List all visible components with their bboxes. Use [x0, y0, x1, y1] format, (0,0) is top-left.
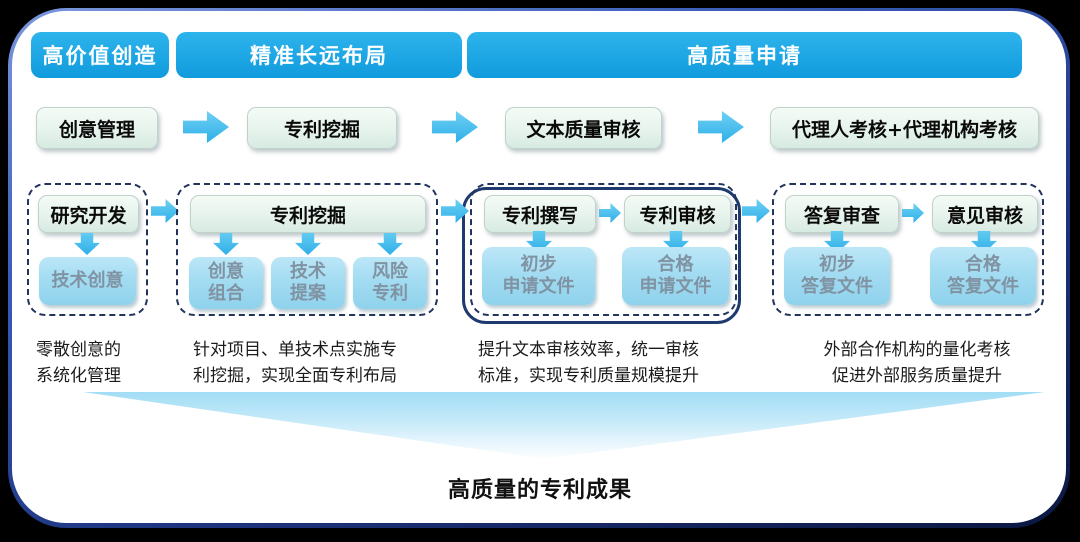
right-arrow-icon: [599, 203, 621, 223]
down-arrow-icon: [377, 233, 403, 255]
output-label: 技术 提案: [290, 261, 326, 304]
group3-accent-outline: [462, 187, 741, 324]
output-box-initial-application: 初步 申请文件: [482, 247, 595, 305]
group-research-development: 研究开发 技术创意: [27, 183, 148, 316]
flow-step-label: 文本质量审核: [526, 118, 641, 141]
group-header: 专利挖掘: [190, 195, 426, 233]
stage-bar-precise-layout: 精准长远布局: [176, 32, 462, 78]
right-arrow-icon: [902, 203, 924, 223]
note-external-assessment: 外部合作机构的量化考核 促进外部服务质量提升: [823, 340, 1011, 386]
note-idea-management: 零散创意的 系统化管理: [36, 340, 121, 386]
output-label: 合格 申请文件: [639, 254, 712, 297]
output-box-qualified-application: 合格 申请文件: [622, 247, 729, 305]
output-box-qualified-response: 合格 答复文件: [930, 247, 1036, 305]
output-label: 技术创意: [51, 270, 124, 292]
down-arrow-icon: [213, 233, 239, 255]
output-box-idea-portfolio: 创意 组合: [189, 257, 263, 309]
down-arrow-icon: [295, 233, 321, 255]
stage-bar-label: 高价值创造: [42, 44, 158, 68]
flow-step-patent-mining: 专利挖掘: [247, 107, 397, 149]
output-label: 初步 答复文件: [801, 254, 873, 297]
group-header-label: 专利挖掘: [269, 204, 346, 227]
group-response-review: 答复审查 意见审核 初步 答复文件 合格 答复文件: [772, 183, 1044, 316]
flow-step-text-quality-review: 文本质量审核: [505, 107, 662, 149]
down-arrow-icon: [74, 233, 100, 255]
note-review-efficiency: 提升文本审核效率，统一审核 标准，实现专利质量规模提升: [478, 340, 699, 386]
output-box-initial-response: 初步 答复文件: [784, 247, 890, 305]
group-header: 专利审核: [624, 195, 731, 233]
flow-step-label: 专利挖掘: [283, 118, 360, 141]
group-header-label: 专利审核: [639, 204, 716, 227]
flow-step-label: 创意管理: [58, 118, 135, 141]
group-header: 答复审查: [785, 195, 899, 233]
group-header-label: 意见审核: [946, 204, 1023, 227]
flow-step-idea-management: 创意管理: [36, 107, 158, 149]
stage-bar-label: 高质量申请: [687, 44, 802, 68]
flow-step-label: 代理人考核+代理机构考核: [792, 118, 1017, 141]
flow-step-agent-assessment: 代理人考核+代理机构考核: [770, 107, 1039, 149]
output-label: 创意 组合: [208, 261, 244, 304]
group-header: 研究开发: [38, 195, 139, 233]
output-box-tech-proposal: 技术 提案: [271, 257, 345, 309]
output-box-tech-idea: 技术创意: [39, 257, 136, 305]
result-label: 高质量的专利成果: [447, 478, 632, 503]
output-box-risk-patent: 风险 专利: [353, 257, 427, 309]
output-label: 初步 申请文件: [502, 254, 575, 297]
group-header: 专利撰写: [484, 195, 596, 233]
output-label: 合格 答复文件: [947, 254, 1019, 297]
note-patent-mining: 针对项目、单技术点实施专 利挖掘，实现全面专利布局: [193, 340, 397, 386]
group-header-label: 答复审查: [803, 204, 880, 227]
stage-bar-label: 精准长远布局: [250, 44, 388, 68]
group-header: 意见审核: [932, 195, 1038, 233]
group-header-label: 专利撰写: [501, 204, 578, 227]
group-patent-mining: 专利挖掘 创意 组合 技术 提案 风险 专利: [176, 183, 438, 316]
stage-bar-high-value-creation: 高价值创造: [31, 32, 169, 78]
stage-bar-high-quality-application: 高质量申请: [467, 32, 1022, 78]
output-label: 风险 专利: [372, 261, 408, 304]
group-drafting-review: 专利撰写 专利审核 初步 申请文件 合格 申请文件: [470, 183, 737, 316]
group-header-label: 研究开发: [50, 204, 127, 227]
